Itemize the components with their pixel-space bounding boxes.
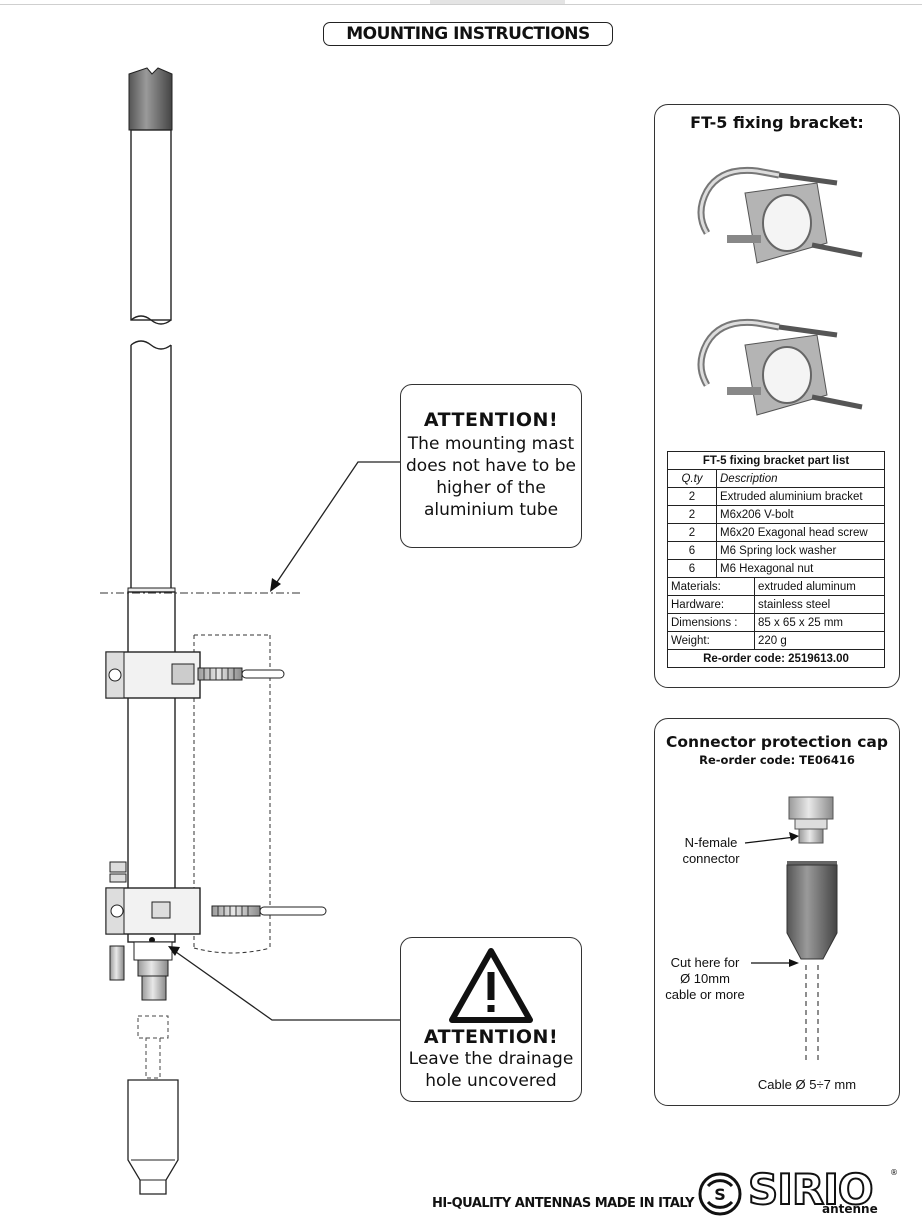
- spec-row: Weight:220 g: [668, 631, 884, 649]
- mounting-mast-outline: [193, 634, 271, 954]
- ft5-bracket-panel: FT-5 fixing bracket: FT-5 fixing bracket…: [654, 104, 900, 688]
- protection-cap-bottom: [127, 1079, 179, 1195]
- qty-cell: 6: [667, 559, 717, 578]
- col-qty-header: Q.ty: [667, 469, 717, 488]
- cable-label: Cable Ø 5÷7 mm: [757, 1077, 857, 1092]
- cut-label-line: Ø 10mm: [680, 971, 730, 986]
- reorder-code: Re-order code: 2519613.00: [667, 649, 885, 668]
- desc-cell: Extruded aluminium bracket: [716, 487, 885, 506]
- spec-label: Hardware:: [668, 595, 755, 614]
- top-tab: [430, 0, 565, 4]
- attention-line: does not have to be: [406, 456, 576, 476]
- antenna-tip-cap: [128, 67, 173, 131]
- attention-title: ATTENTION!: [423, 409, 559, 431]
- desc-cell: M6x20 Exagonal head screw: [716, 523, 885, 542]
- table-title: FT-5 fixing bracket part list: [667, 451, 885, 470]
- bracket-photo-1: [697, 166, 863, 264]
- brand-subtitle: antenne: [822, 1202, 878, 1216]
- attention-line: Leave the drainage: [408, 1049, 574, 1069]
- spec-label: Weight:: [668, 631, 755, 649]
- qty-cell: 2: [667, 505, 717, 524]
- bracket-parts-table: FT-5 fixing bracket part list Q.ty Descr…: [667, 451, 885, 668]
- attention-line: hole uncovered: [425, 1071, 557, 1091]
- spec-label: Dimensions :: [668, 613, 755, 632]
- desc-cell: M6 Spring lock washer: [716, 541, 885, 560]
- col-desc-header: Description: [716, 469, 885, 488]
- desc-cell: M6 Hexagonal nut: [716, 559, 885, 578]
- brand-name: SIRIO: [747, 1165, 875, 1214]
- spec-value: stainless steel: [754, 595, 884, 614]
- cut-label-line: cable or more: [665, 987, 745, 1002]
- connector-label: N-female connector: [675, 835, 747, 867]
- qty-cell: 6: [667, 541, 717, 560]
- desc-cell: M6x206 V-bolt: [716, 505, 885, 524]
- lower-bracket: [105, 861, 327, 981]
- attention-callout-mast: ATTENTION! The mounting mast does not ha…: [400, 384, 582, 548]
- attention-callout-drainage: ATTENTION! Leave the drainage hole uncov…: [400, 937, 582, 1102]
- cap-title: Connector protection cap: [666, 733, 888, 751]
- spec-row: Materials:extruded aluminum: [668, 578, 884, 596]
- attention-line: higher of the: [436, 478, 546, 498]
- spec-value: 85 x 65 x 25 mm: [754, 613, 884, 632]
- antenna-n-connector: [133, 941, 173, 1001]
- protection-cap-drawing: [744, 796, 838, 1064]
- leader-attention-2: [175, 951, 400, 1021]
- attention-title: ATTENTION!: [423, 1026, 559, 1048]
- sirio-logo-icon: S: [698, 1172, 742, 1216]
- warning-triangle-icon: [449, 948, 533, 1023]
- connector-label-line: N-female: [684, 835, 738, 850]
- upper-bracket: [105, 651, 285, 699]
- brand-trademark: ®: [890, 1168, 898, 1177]
- qty-cell: 2: [667, 523, 717, 542]
- spec-value: 220 g: [758, 634, 787, 647]
- protection-cap-panel: Connector protection cap Re-order code: …: [654, 718, 900, 1106]
- connector-label-line: connector: [682, 851, 740, 866]
- spec-row: Dimensions :85 x 65 x 25 mm: [668, 613, 884, 632]
- antenna-lower-tube: [127, 340, 176, 943]
- leader-attention-1: [274, 461, 400, 586]
- spec-value: extruded aluminum: [754, 578, 884, 596]
- attention-line: The mounting mast: [407, 434, 575, 454]
- attention-line: aluminium tube: [423, 500, 559, 520]
- bracket-title: FT-5 fixing bracket:: [690, 113, 864, 132]
- cap-reorder-code: Re-order code: TE06416: [699, 753, 855, 767]
- svg-text:S: S: [714, 1185, 726, 1204]
- spec-row: Hardware:stainless steel: [668, 595, 884, 614]
- page-title: MOUNTING INSTRUCTIONS: [323, 22, 613, 46]
- specs-table: Materials:extruded aluminum Hardware:sta…: [668, 578, 884, 649]
- top-rule: [0, 4, 922, 5]
- cut-label: Cut here for Ø 10mm cable or more: [657, 955, 753, 1003]
- spec-label: Materials:: [668, 578, 755, 596]
- antenna-upper-tube: [130, 129, 172, 325]
- bracket-photo-2: [697, 318, 863, 416]
- qty-cell: 2: [667, 487, 717, 506]
- cut-label-line: Cut here for: [670, 955, 740, 970]
- footer-tagline: HI-QUALITY ANTENNAS MADE IN ITALY: [432, 1196, 695, 1211]
- cable-outline: [137, 1015, 169, 1079]
